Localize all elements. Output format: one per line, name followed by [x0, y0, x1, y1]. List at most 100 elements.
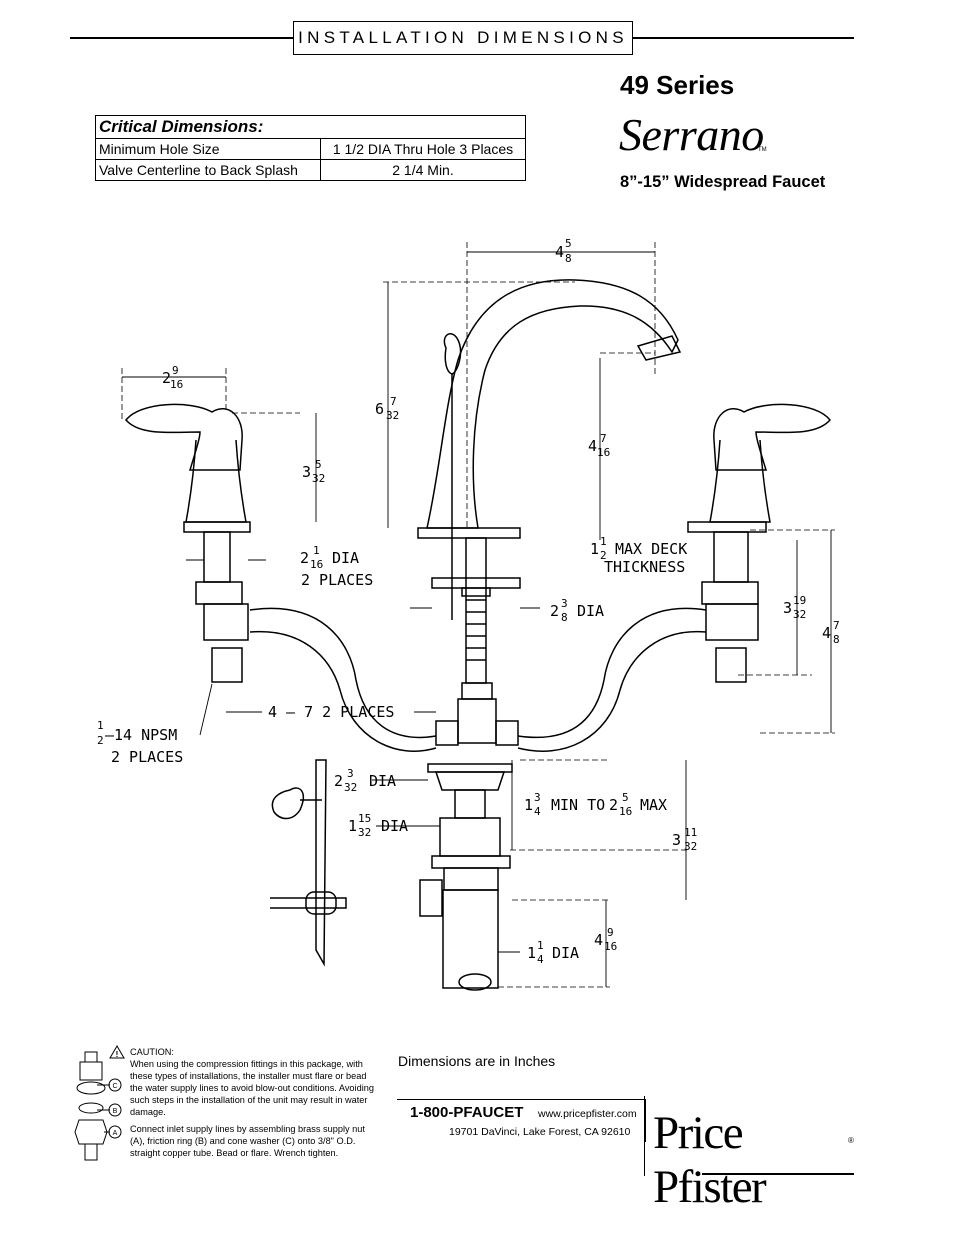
dim-spout-flange-den: 8 — [561, 611, 568, 624]
spout-base — [417, 527, 521, 539]
dim-valve-dia-num: 1 — [313, 544, 320, 557]
brand-logo: Price Pfister — [653, 1107, 767, 1213]
row-value: 2 1/4 Min. — [320, 159, 526, 181]
dim-inlet-thread: –14 NPSM — [105, 726, 177, 744]
trademark-mark: TM — [758, 147, 767, 153]
dim-drain-height-whole: 3 — [672, 831, 681, 849]
dim-range-num2: 5 — [622, 791, 629, 804]
callout-a: A — [113, 1130, 118, 1137]
spout-aerator — [636, 335, 682, 361]
dim-handle-reach-num: 9 — [172, 364, 179, 377]
connect-instructions: Connect inlet supply lines by assembling… — [130, 1124, 365, 1159]
dim-inlet-num: 1 — [97, 719, 104, 732]
brand-logo-box: Price Pfister ® — [644, 1096, 857, 1213]
spout-body — [426, 279, 679, 529]
model-name: Serrano — [619, 109, 764, 160]
phone-number: 1-800-PFAUCET — [410, 1104, 524, 1121]
center-shank — [465, 537, 487, 684]
dim-deck-num: 1 — [600, 535, 607, 548]
dim-overall-height-num: 7 — [390, 395, 397, 408]
dim-spout-flange-text: DIA — [577, 602, 604, 620]
compression-fitting-illustration — [74, 1045, 125, 1161]
dim-drain-body-whole: 1 — [348, 817, 357, 835]
header-rule-left — [70, 37, 293, 39]
dim-range-whole1: 1 — [524, 796, 533, 814]
tee-fitting — [457, 698, 497, 744]
contact-box: 1-800-PFAUCET www.pricepfister.com 19701… — [397, 1099, 646, 1142]
page-title: INSTALLATION DIMENSIONS — [298, 28, 628, 47]
row-label: Minimum Hole Size — [95, 138, 321, 160]
drain-flange — [427, 763, 513, 773]
dim-valve-dia-den: 16 — [310, 558, 323, 571]
dim-spout-flange-num: 3 — [561, 597, 568, 610]
dim-handle-reach-whole: 2 — [162, 369, 171, 387]
dim-drain-flange-den: 32 — [344, 781, 357, 794]
dim-tailpiece-dia-whole: 1 — [527, 944, 536, 962]
left-handle — [125, 403, 243, 471]
dim-drain-height-num: 11 — [684, 826, 697, 839]
brand-rule — [702, 1173, 854, 1175]
row-label: Valve Centerline to Back Splash — [95, 159, 321, 181]
dim-deck-thickness: THICKNESS — [604, 558, 685, 576]
series-label: 49 Series — [620, 70, 735, 100]
dim-range-end: MAX — [640, 796, 667, 814]
website-link: www.pricepfister.com — [538, 1108, 637, 1120]
dim-valve-body-num: 19 — [793, 594, 806, 607]
dim-valve-body-whole: 3 — [783, 599, 792, 617]
dim-tailpiece-dia-text: DIA — [552, 944, 579, 962]
caution-text: When using the compression fittings in t… — [130, 1058, 374, 1117]
dim-drain-body-num: 15 — [358, 812, 371, 825]
pop-up-knob — [271, 787, 304, 820]
dim-drain-body-text: DIA — [381, 817, 408, 835]
dim-drain-flange-text: DIA — [369, 772, 396, 790]
dim-range-mid: MIN TO — [551, 796, 605, 814]
dim-overall-height-den: 32 — [386, 409, 399, 422]
registered-mark: ® — [848, 1136, 854, 1145]
dim-tailpiece-length-num: 9 — [607, 926, 614, 939]
dim-drain-flange-num: 3 — [347, 767, 354, 780]
callout-c: C — [112, 1083, 117, 1090]
dim-drain-body-den: 32 — [358, 826, 371, 839]
dim-deck-whole: 1 — [590, 540, 599, 558]
units-note: Dimensions are in Inches — [398, 1053, 556, 1069]
warning-icon: ! — [116, 1050, 119, 1059]
lift-rod-knob — [443, 333, 462, 375]
left-hose — [249, 607, 437, 739]
dim-valve-dia-whole: 2 — [300, 549, 309, 567]
dim-tailpiece-length-den: 16 — [604, 940, 617, 953]
dim-valve-overall-whole: 4 — [822, 624, 831, 642]
product-subtitle: 8”-15” Widespread Faucet — [620, 173, 826, 191]
right-handle — [713, 403, 831, 471]
table-row: Minimum Hole Size 1 1/2 DIA Thru Hole 3 … — [95, 138, 526, 160]
dim-tailpiece-length-whole: 4 — [594, 931, 603, 949]
dim-spout-height-den: 16 — [597, 446, 610, 459]
dim-range-den1: 4 — [534, 805, 541, 818]
dim-handle-height-whole: 3 — [302, 463, 311, 481]
address: 19701 DaVinci, Lake Forest, CA 92610 — [449, 1126, 631, 1138]
dim-valve-overall-den: 8 — [833, 633, 840, 646]
dim-valve-dia-places: 2 PLACES — [301, 571, 373, 589]
dim-spout-reach-whole: 4 — [555, 243, 564, 261]
dim-range-num1: 3 — [534, 791, 541, 804]
row-value: 1 1/2 DIA Thru Hole 3 Places — [320, 138, 526, 160]
dim-spout-height-num: 7 — [600, 432, 607, 445]
dim-handle-height-den: 32 — [312, 472, 325, 485]
critical-dimensions-table: Critical Dimensions: Minimum Hole Size 1… — [95, 115, 526, 181]
dim-valve-dia-text: DIA — [332, 549, 359, 567]
dim-overall-height-whole: 6 — [375, 400, 384, 418]
dim-spout-flange-whole: 2 — [550, 602, 559, 620]
dim-valve-body-den: 32 — [793, 608, 806, 621]
drain-body — [439, 817, 501, 857]
dim-deck-den: 2 — [600, 549, 607, 562]
header-title-box: INSTALLATION DIMENSIONS — [293, 21, 633, 55]
dimension-lines — [122, 251, 832, 987]
dim-hose-length: 4 – 7 2 PLACES — [268, 703, 394, 721]
dim-tailpiece-dia-den: 4 — [537, 953, 544, 966]
dim-handle-height-num: 5 — [315, 458, 322, 471]
dim-range-whole2: 2 — [609, 796, 618, 814]
header-rule-right — [633, 37, 854, 39]
caution-title: CAUTION: — [130, 1047, 174, 1057]
dim-spout-height-whole: 4 — [588, 437, 597, 455]
drain-tailpiece — [442, 889, 499, 989]
